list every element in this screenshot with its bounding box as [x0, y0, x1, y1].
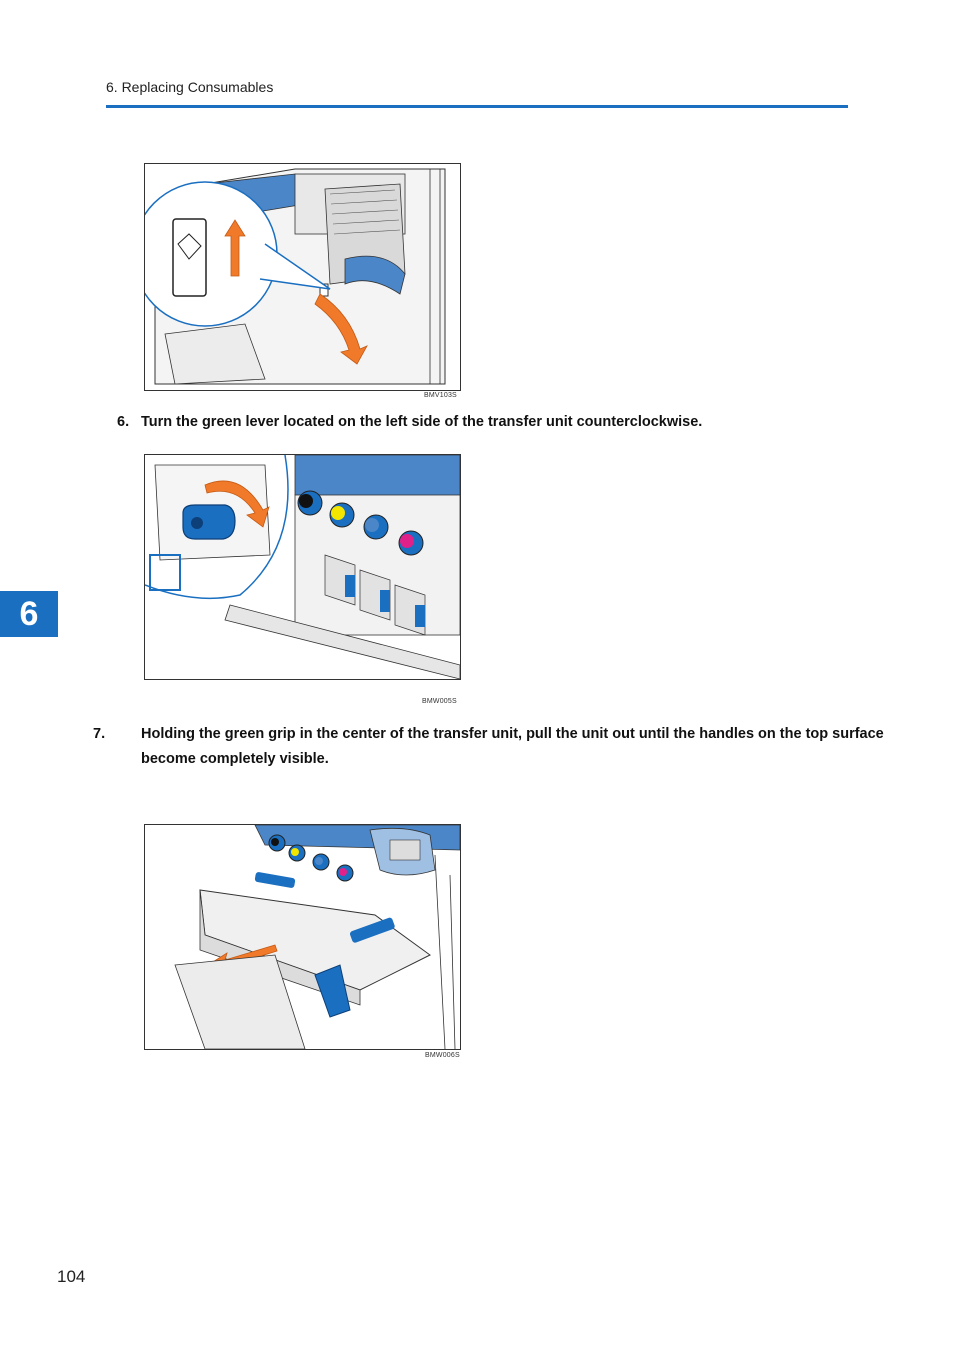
printer-illustration [145, 168, 446, 385]
header-rule [106, 105, 848, 108]
step-text: Turn the green lever located on the left… [141, 414, 703, 430]
page-number: 104 [57, 1267, 86, 1286]
figure-turn-green-lever [144, 454, 461, 680]
step-7: 7. Holding the green grip in the center o… [93, 722, 931, 772]
step-number: 6. [117, 414, 130, 430]
figure-pull-out-transfer-unit [144, 824, 461, 1050]
step-number: 7. [93, 726, 106, 742]
chapter-tab: 6 [0, 591, 58, 637]
transfer-unit-pull-illustration [174, 825, 460, 1049]
transfer-unit-lever-illustration [145, 455, 460, 679]
figure-code: BMW005S [422, 698, 457, 705]
figure-code: BMW006S [425, 1052, 460, 1059]
step-text: Holding the green grip in the center of … [141, 726, 884, 767]
figure-code: BMV103S [424, 392, 457, 399]
step-6: 6. Turn the green lever located on the le… [117, 410, 702, 435]
running-header: 6. Replacing Consumables [106, 79, 274, 95]
figure-open-front-cover [144, 163, 461, 391]
toner-cartridges [268, 834, 354, 882]
toner-cartridges [297, 490, 424, 556]
